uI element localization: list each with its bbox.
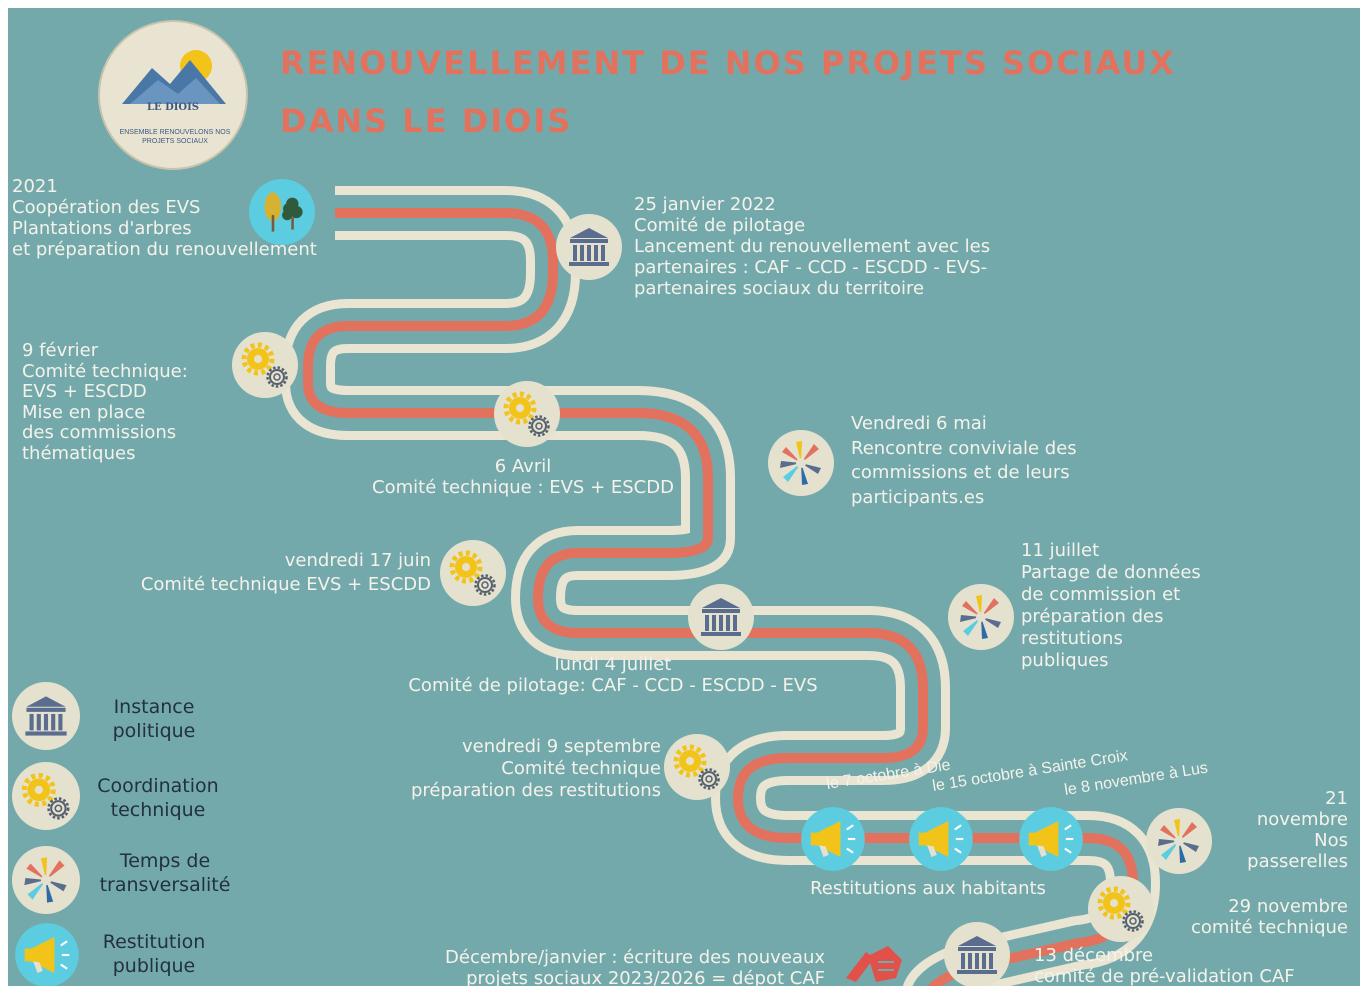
milestone-4-juillet: lundi 4 juillet Comité de pilotage: CAF … (408, 654, 818, 696)
infographic-canvas: LE DIOIS ENSEMBLE RENOUVELONS NOS PROJET… (8, 8, 1360, 986)
logo-subtitle: ENSEMBLE RENOUVELONS NOS PROJETS SOCIAUX (119, 129, 231, 145)
hands-icon (768, 430, 834, 496)
legend-label-coordination: Coordination technique (97, 775, 219, 821)
milestone-decembre-janvier: Décembre/janvier : écriture des nouveaux… (445, 947, 825, 986)
institution-icon (556, 214, 622, 280)
megaphone-icon (798, 804, 868, 874)
institution-icon (12, 682, 80, 750)
milestone-restitutions: Restitutions aux habitants (810, 878, 1046, 899)
legend-label-restitution: Restitution publique (102, 931, 206, 977)
gears-icon (664, 734, 730, 800)
milestone-9-septembre: vendredi 9 septembre Comité technique pr… (410, 736, 661, 801)
institution-icon (944, 922, 1010, 986)
writing-hand-icon (846, 946, 902, 982)
mountain-sun-icon (122, 50, 226, 104)
page-title-line2: DANS LE DIOIS (280, 102, 573, 140)
gears-icon (12, 762, 80, 830)
milestone-17-juin: vendredi 17 juin Comité technique EVS + … (140, 550, 431, 595)
hands-icon (1146, 808, 1212, 874)
milestone-2021: 2021 Coopération des EVS Plantations d'a… (12, 176, 317, 260)
gears-icon (440, 540, 506, 606)
institution-icon (688, 584, 754, 650)
milestone-6-avril: 6 Avril Comité technique : EVS + ESCDD (372, 456, 674, 498)
page-title-line1: RENOUVELLEMENT DE NOS PROJETS SOCIAUX (280, 44, 1177, 82)
milestone-25-janvier: 25 janvier 2022 Comité de pilotage Lance… (634, 194, 991, 299)
megaphone-icon (906, 804, 976, 874)
milestone-11-juillet: 11 juillet Partage de données de commiss… (1021, 540, 1201, 671)
timeline-road (281, 186, 1160, 986)
legend-label-transversalite: Temps de transversalité (99, 850, 231, 896)
megaphone-icon (1016, 804, 1086, 874)
gears-icon (232, 332, 298, 398)
milestone-6-mai: Vendredi 6 mai Rencontre conviviale des … (851, 413, 1077, 508)
milestone-9-fevrier: 9 février Comité technique: EVS + ESCDD … (22, 340, 188, 464)
megaphone-icon (12, 920, 82, 986)
hands-icon (12, 846, 80, 914)
hands-icon (948, 584, 1014, 650)
le-diois-logo: LE DIOIS ENSEMBLE RENOUVELONS NOS PROJET… (98, 20, 248, 170)
milestone-21-novembre: 21 novembre Nos passerelles (1247, 788, 1348, 872)
milestone-13-decembre: 13 décembre comité de pré-validation CAF (1034, 945, 1295, 986)
gears-icon (1088, 876, 1154, 942)
milestone-29-novembre: 29 novembre comité technique (1190, 896, 1348, 938)
legend-label-instance: Instance politique (112, 696, 196, 742)
logo-name: LE DIOIS (146, 102, 200, 113)
gears-icon (494, 381, 560, 447)
